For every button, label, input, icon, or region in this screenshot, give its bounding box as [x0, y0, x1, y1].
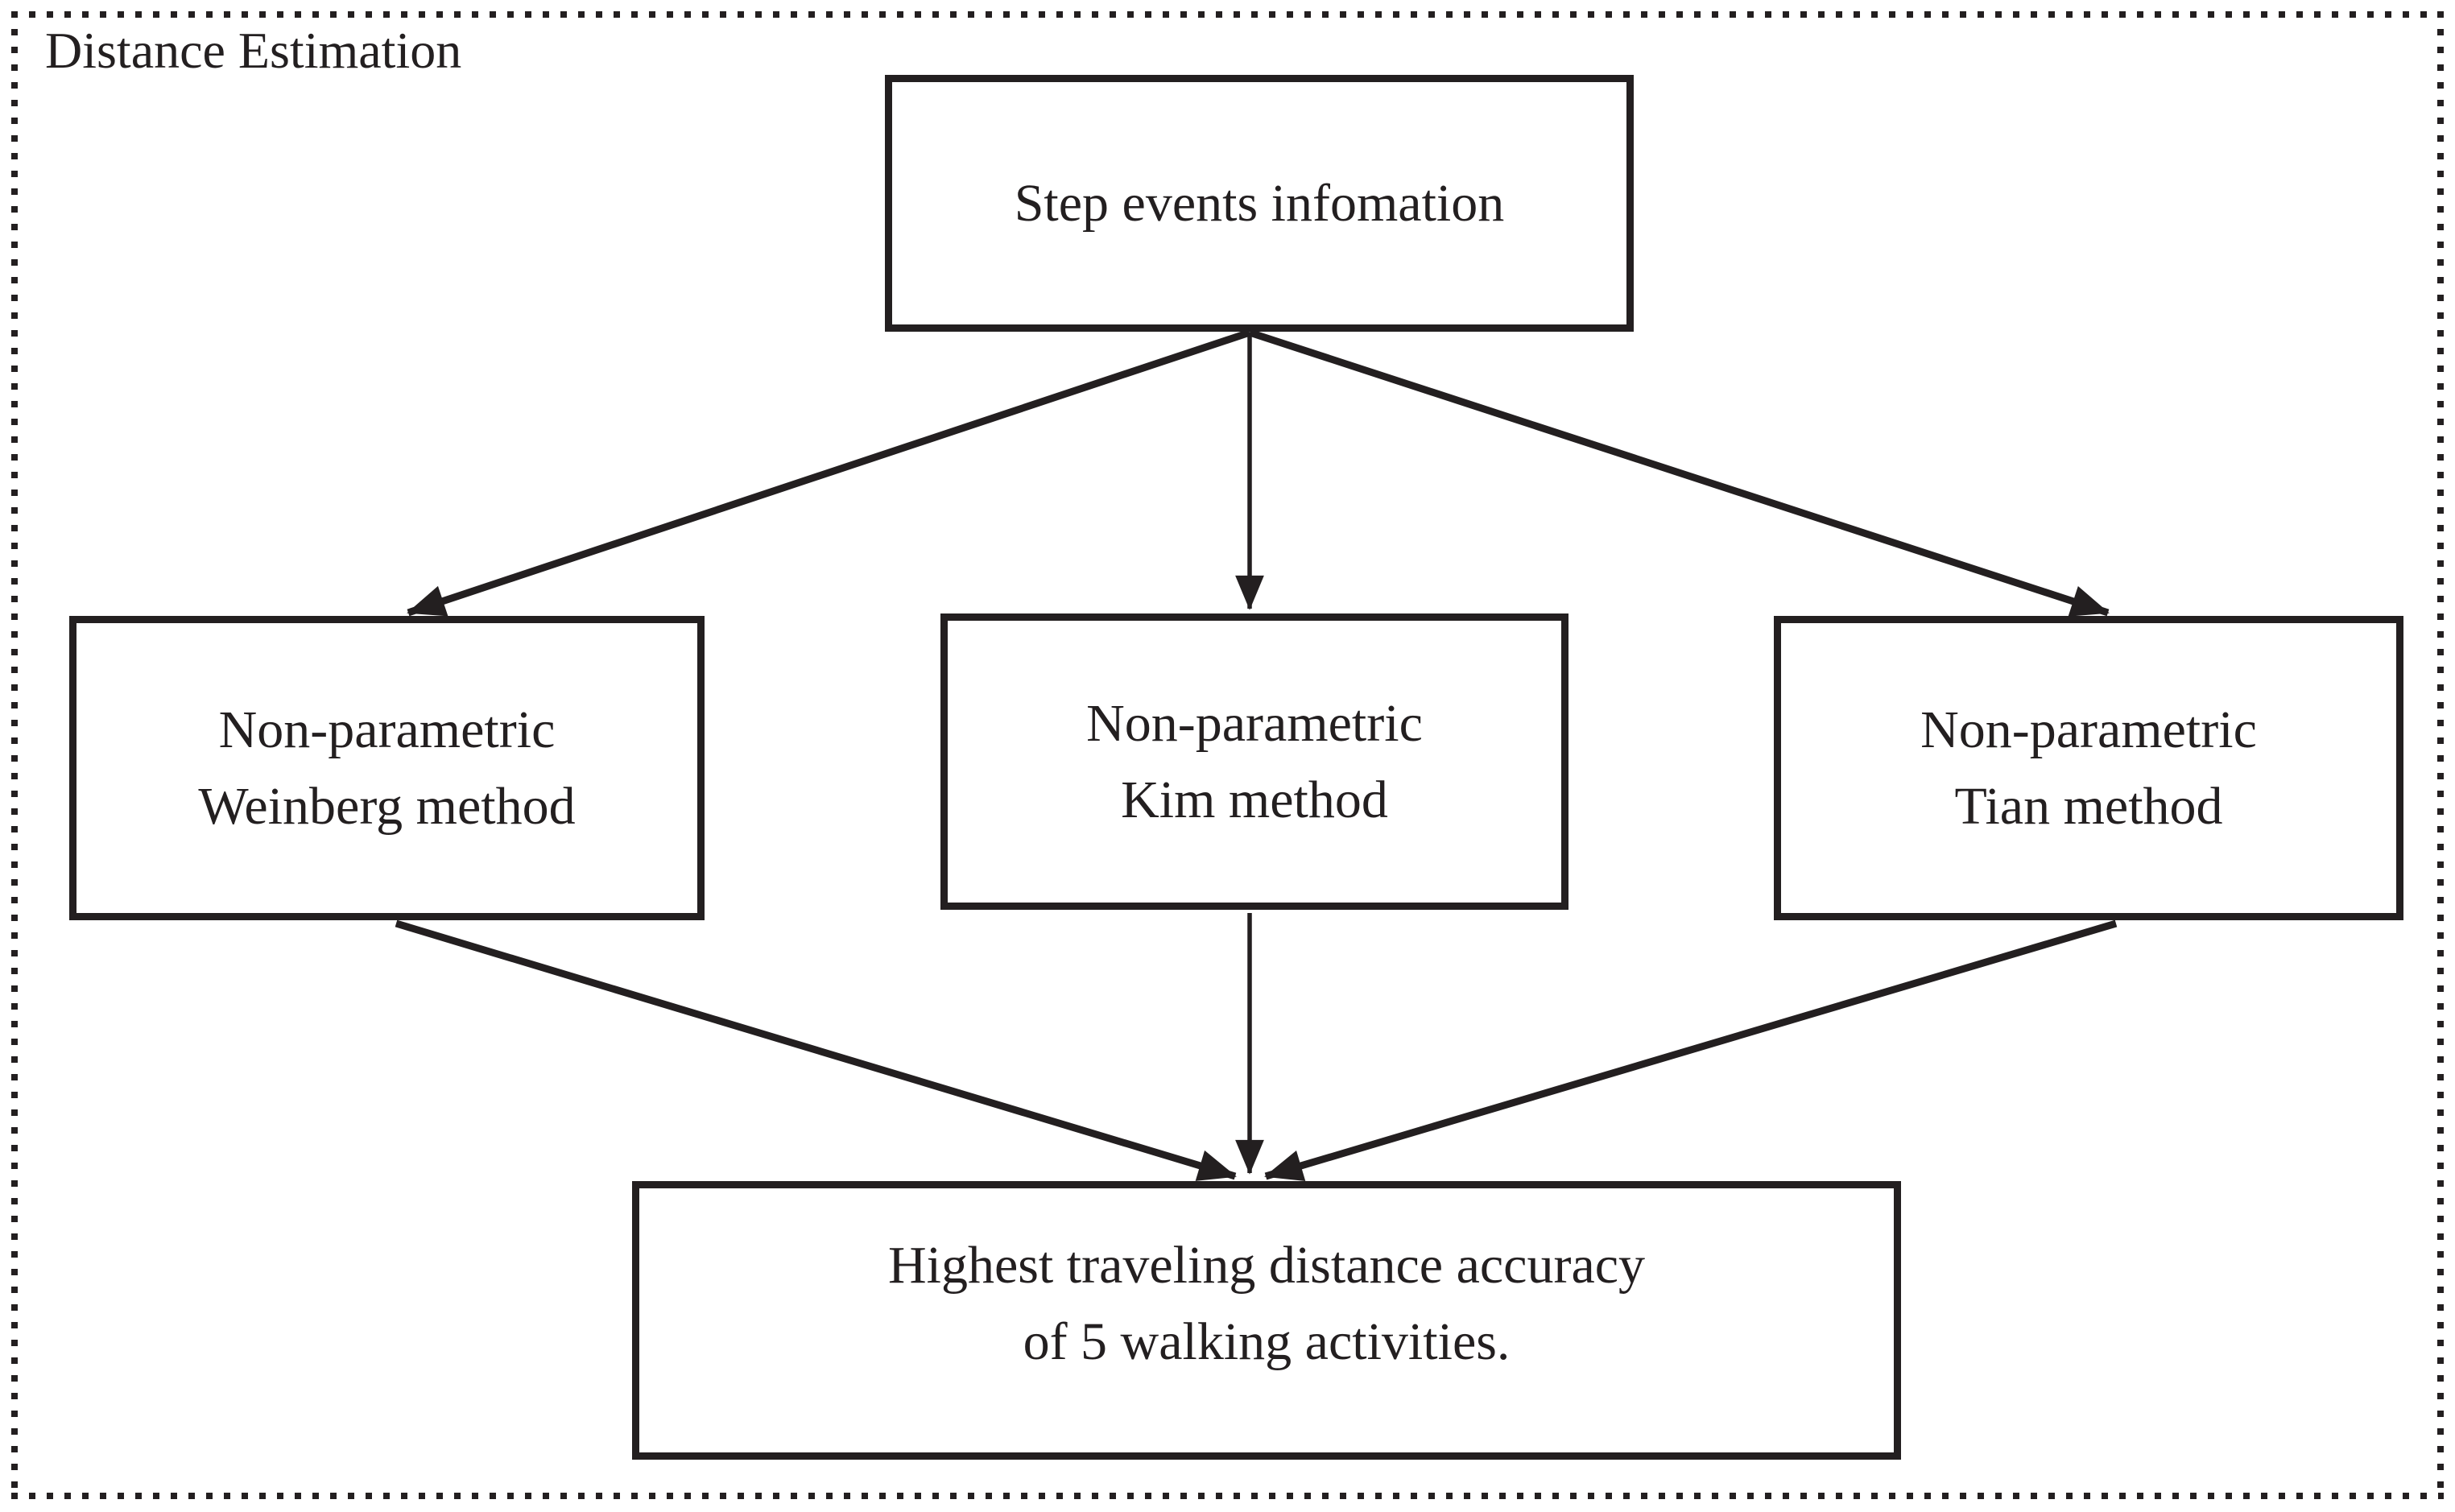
arrow-step-to-tian: [1248, 328, 2110, 617]
arrow-weinberg-to-result: [395, 919, 1237, 1181]
node-kim-line-1: Non-parametric: [1086, 693, 1423, 753]
node-tian-line-2: Tian method: [1954, 777, 2223, 836]
node-kim-method: Non-parametric Kim method: [940, 613, 1568, 910]
node-result-line-1: Highest traveling distance accuracy: [887, 1235, 1646, 1295]
dotted-frame-bottom: [11, 1493, 2444, 1499]
dotted-frame-right: [2437, 11, 2444, 1499]
arrow-tian-to-result: [1264, 919, 2118, 1181]
frame-label: Distance Estimation: [45, 22, 462, 79]
node-step-events: Step events infomation: [885, 75, 1634, 332]
arrow-step-to-weinberg: [407, 328, 1251, 617]
node-kim-line-2: Kim method: [1121, 770, 1388, 829]
dotted-frame-left: [11, 11, 18, 1499]
node-weinberg-line-2: Weinberg method: [198, 777, 576, 836]
node-tian-line-1: Non-parametric: [1920, 700, 2257, 759]
dotted-frame-top: [11, 11, 2444, 18]
node-tian-method: Non-parametric Tian method: [1774, 616, 2403, 920]
node-result: Highest traveling distance accuracy of 5…: [632, 1181, 1901, 1460]
node-weinberg-method: Non-parametric Weinberg method: [69, 616, 705, 920]
node-result-line-2: of 5 walking activities.: [1023, 1312, 1511, 1371]
node-step-events-label: Step events infomation: [1014, 173, 1505, 233]
node-weinberg-line-1: Non-parametric: [218, 700, 556, 759]
